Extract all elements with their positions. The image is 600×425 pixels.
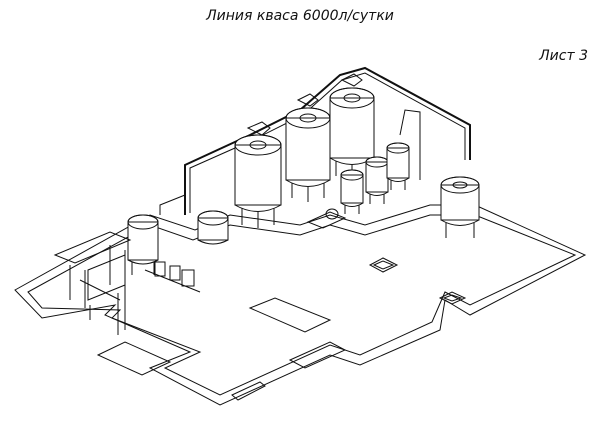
floor-drain-1 <box>368 257 399 273</box>
drawing-title: Линия кваса 6000л/сутки <box>206 8 394 24</box>
tank-small-1 <box>340 169 364 214</box>
valve-cluster <box>144 261 201 293</box>
tank-small-2 <box>365 156 389 204</box>
tank-left-brew <box>127 214 159 275</box>
heat-exchanger-frame <box>53 231 132 335</box>
tank-small-3 <box>386 142 410 190</box>
floor-drain-2 <box>438 291 467 305</box>
sheet-number: Лист 3 <box>539 48 588 64</box>
tank-large-2 <box>285 93 331 202</box>
pump-unit <box>306 208 347 229</box>
tank-large-3 <box>329 73 375 180</box>
tank-large-1 <box>234 121 282 228</box>
floor-outline <box>14 204 587 406</box>
tank-right <box>440 176 480 238</box>
horizontal-vessel <box>197 210 229 245</box>
